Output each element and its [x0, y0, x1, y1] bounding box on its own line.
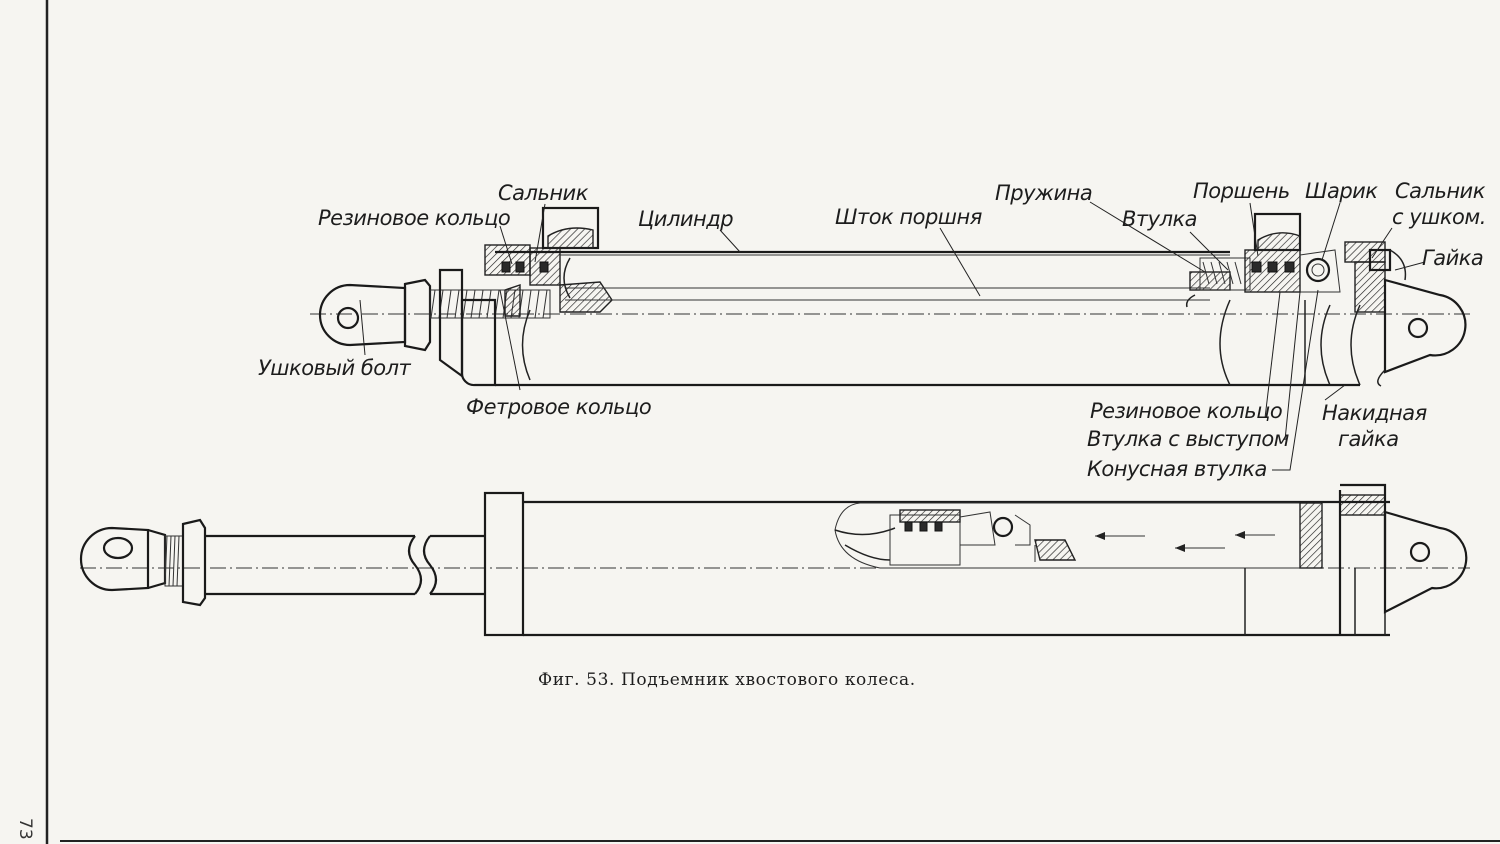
label-union-nut-2: гайка	[1338, 427, 1399, 451]
leader-lines-top	[359, 201, 1426, 471]
ball-seat	[1299, 249, 1341, 293]
inner-cone	[1034, 539, 1077, 561]
rod-eye-neck	[147, 528, 167, 590]
label-felt-ring: Фетровое кольцо	[466, 395, 651, 419]
page-number: 73	[15, 818, 35, 840]
cutaway-window	[834, 502, 1301, 569]
left-piston-stop	[559, 281, 613, 313]
piston-ring-2	[1267, 261, 1278, 273]
label-eye-gland-2: с ушком.	[1392, 205, 1486, 229]
flow-arrows	[1095, 531, 1275, 552]
cylinder-end-arc-left	[521, 309, 531, 381]
label-nut: Гайка	[1422, 246, 1483, 270]
rear-nut-section	[1339, 494, 1386, 516]
cutaway-arc	[834, 527, 896, 536]
label-eye-gland-1: Сальник	[1395, 179, 1486, 203]
right-eye-lug	[1383, 278, 1467, 374]
label-union-nut-1: Накидная	[1322, 401, 1427, 425]
right-end-ring	[1368, 248, 1392, 272]
label-spring: Пружина	[995, 181, 1092, 205]
label-eye-bolt: Ушковый болт	[258, 356, 412, 380]
rod-eye	[79, 526, 150, 592]
rod-cut-arc	[1185, 294, 1196, 308]
spring-coils	[1202, 261, 1242, 285]
rod-stub	[430, 534, 485, 596]
rod-eye-hole	[102, 536, 134, 560]
label-cylinder: Цилиндр	[638, 207, 733, 231]
rubber-ring-left-2	[515, 261, 525, 273]
lug-fillet	[1377, 369, 1386, 387]
left-end-collar	[460, 298, 497, 387]
rear-gland-section	[1299, 502, 1323, 569]
rod-break-left	[407, 535, 423, 595]
gland-fitting-break	[547, 227, 594, 249]
rear-eye-lug	[1383, 510, 1468, 614]
rubber-ring-left-3	[539, 261, 549, 273]
union-nut-arc-1	[1320, 304, 1331, 386]
right-eye-hole	[1407, 317, 1429, 339]
cylinder-end-arc-right	[1219, 299, 1231, 386]
piston-fitting-break	[1257, 232, 1301, 251]
inner-sleeve	[959, 511, 996, 546]
inner-ball	[992, 516, 1014, 538]
right-gland	[1344, 241, 1386, 263]
lock-nut	[403, 278, 432, 352]
label-piston-rod: Шток поршня	[835, 205, 982, 229]
section-view: Сальник Резиновое кольцо Цилиндр Шток по…	[258, 179, 1486, 481]
piston-ring-3	[1284, 261, 1295, 273]
label-rubber-ring-bottom: Резиновое кольцо	[1090, 399, 1282, 423]
label-ball: Шарик	[1305, 179, 1378, 203]
left-end-flange	[438, 268, 464, 379]
cylinder-front-cap	[483, 491, 525, 637]
check-ball	[1305, 257, 1331, 283]
piston-ring-1	[1251, 261, 1262, 273]
label-flanged-sleeve: Втулка с выступом	[1087, 427, 1290, 451]
nut-arc	[1389, 249, 1407, 281]
union-nut-arc-2	[1350, 304, 1361, 386]
label-cone-sleeve: Конусная втулка	[1087, 457, 1267, 481]
check-ball-inner	[1311, 263, 1325, 277]
extended-rod	[205, 534, 415, 596]
eye-bolt-head	[318, 283, 407, 347]
eye-bolt-hole	[336, 306, 360, 330]
rod-break-right	[422, 535, 438, 595]
figure-caption: Фиг. 53. Подъемник хвостового колеса.	[538, 670, 916, 690]
label-rubber-ring-top: Резиновое кольцо	[318, 206, 510, 230]
rubber-ring-left-1	[501, 261, 511, 273]
inner-piston-head	[899, 509, 961, 523]
label-salnik: Сальник	[498, 181, 589, 205]
label-sleeve: Втулка	[1122, 207, 1197, 231]
extended-view	[79, 483, 1470, 637]
rear-eye-hole	[1409, 541, 1431, 563]
cylinder-bore-arc	[563, 257, 571, 299]
label-piston: Поршень	[1193, 179, 1290, 203]
rod-lock-nut	[181, 518, 207, 607]
felt-ring-section	[504, 284, 521, 317]
